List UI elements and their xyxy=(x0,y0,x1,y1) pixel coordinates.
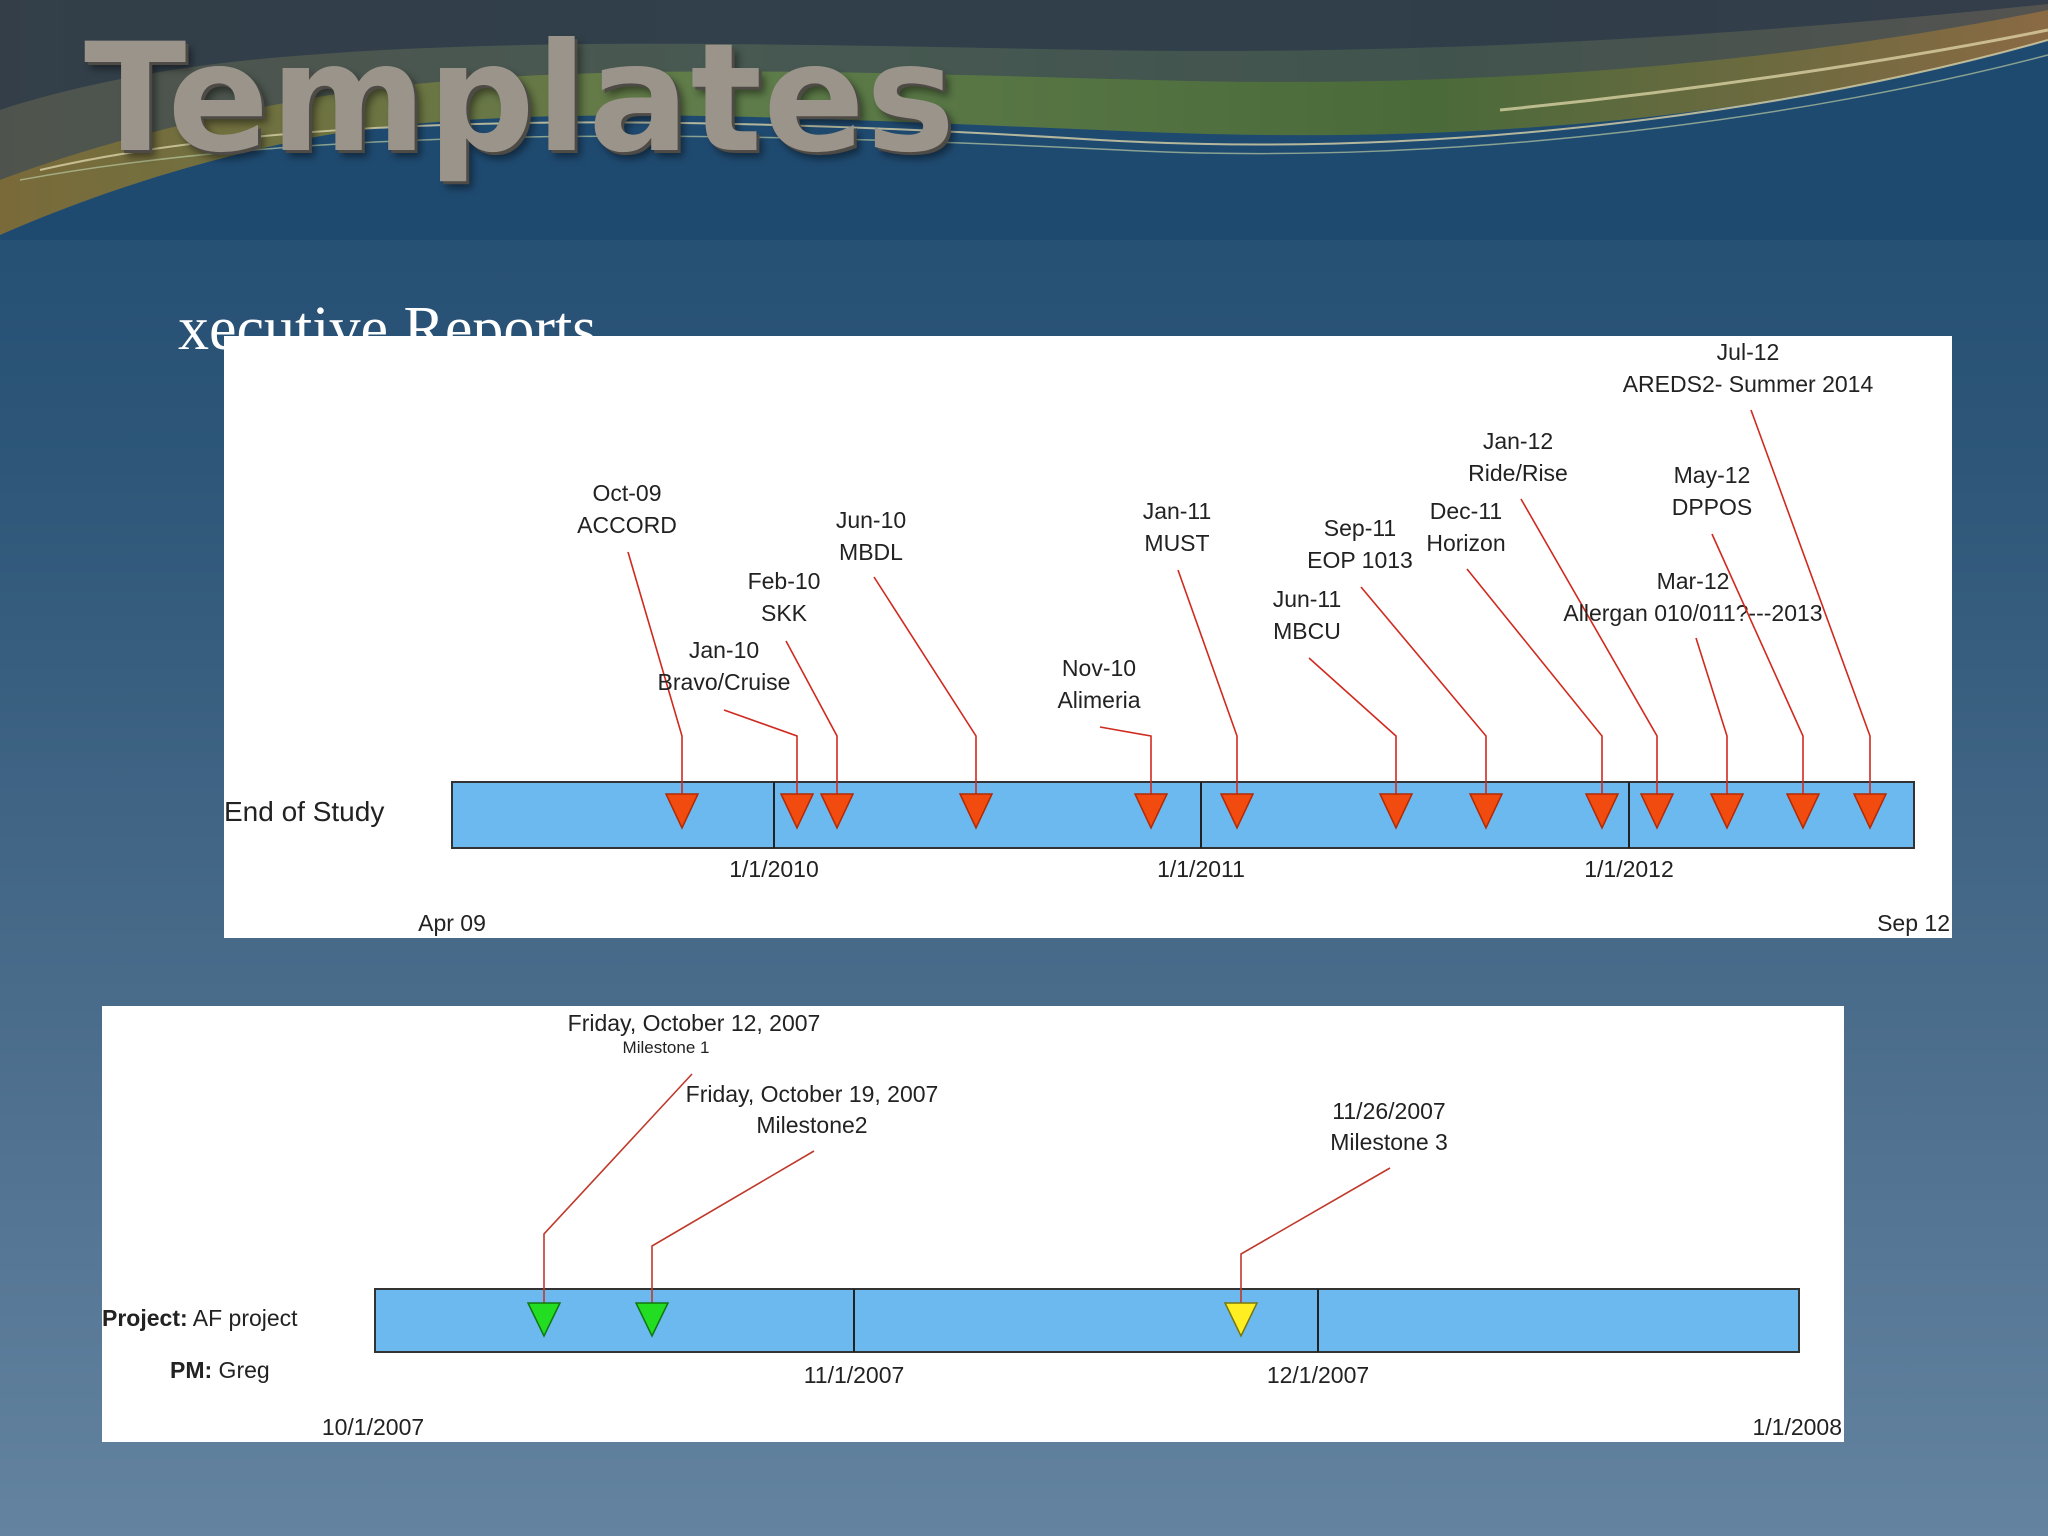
milestone-mbdl: Jun-10 MBDL xyxy=(836,507,994,830)
milestone-name: Allergan 010/011?---2013 xyxy=(1563,600,1822,626)
milestone-name: Alimeria xyxy=(1057,687,1140,713)
timeline-bar xyxy=(451,781,1915,849)
pm-row-label: PM: Greg xyxy=(170,1357,270,1383)
milestone-allergan: Mar-12 Allergan 010/011?---2013 xyxy=(1563,568,1823,830)
timeline-tick-label: 1/1/2012 xyxy=(1584,856,1674,882)
milestone-alimeria: Nov-10 Alimeria xyxy=(1057,655,1169,830)
timeline-tick-label: 1/1/2011 xyxy=(1157,856,1245,882)
timeline-bar xyxy=(374,1288,1800,1353)
timeline-range-start: Apr 09 xyxy=(418,910,486,936)
project-value: AF project xyxy=(188,1305,299,1331)
milestone-date: Friday, October 12, 2007 xyxy=(568,1010,821,1036)
milestone-date: Jul-12 xyxy=(1717,339,1780,365)
milestone-marker-yellow xyxy=(1223,1302,1259,1338)
milestone-name: Ride/Rise xyxy=(1468,460,1568,486)
milestone-date: Dec-11 xyxy=(1430,498,1502,524)
milestone-date: Jan-10 xyxy=(689,637,759,663)
slide-title: Templates xyxy=(84,12,957,186)
milestone-marker-red xyxy=(819,793,855,830)
milestone-name: Milestone2 xyxy=(756,1112,867,1138)
milestone-2: Friday, October 19, 2007 Milestone2 xyxy=(634,1081,939,1338)
timeline-chart-end-of-study: End of Study 1/1/2010 1/1/2011 1/1/2012 … xyxy=(224,339,1950,936)
timeline-panel-end-of-study: End of Study 1/1/2010 1/1/2011 1/1/2012 … xyxy=(224,336,1952,938)
timeline-tick-label: 11/1/2007 xyxy=(804,1362,905,1388)
milestone-date: Jun-10 xyxy=(836,507,906,533)
milestone-date: Sep-11 xyxy=(1324,515,1396,541)
milestone-date: May-12 xyxy=(1674,462,1751,488)
milestone-marker-red xyxy=(1709,793,1745,830)
header-swoosh-decoration xyxy=(0,0,2048,240)
milestone-marker-red xyxy=(1219,793,1255,830)
milestone-date: Friday, October 19, 2007 xyxy=(686,1081,939,1107)
milestone-date: Mar-12 xyxy=(1657,568,1730,594)
milestone-date: Oct-09 xyxy=(592,480,661,506)
milestone-marker-red xyxy=(1468,793,1504,830)
milestone-marker-green xyxy=(634,1302,670,1338)
milestone-must: Jan-11 MUST xyxy=(1143,498,1255,830)
milestone-name: MUST xyxy=(1144,530,1209,556)
milestone-name: DPPOS xyxy=(1672,494,1753,520)
milestone-marker-red xyxy=(664,793,700,830)
timeline-tick-label: 1/1/2010 xyxy=(729,856,819,882)
milestone-date: 11/26/2007 xyxy=(1332,1098,1445,1124)
milestone-mbcu: Jun-11 MBCU xyxy=(1273,586,1414,830)
milestone-bravo-cruise: Jan-10 Bravo/Cruise xyxy=(658,637,815,830)
milestone-skk: Feb-10 SKK xyxy=(748,568,855,830)
timeline-row-label: End of Study xyxy=(224,796,384,827)
milestone-date: Jun-11 xyxy=(1273,586,1342,612)
milestone-name: MBCU xyxy=(1273,618,1341,644)
milestone-marker-red xyxy=(1378,793,1414,830)
project-row-label: Project: AF project xyxy=(102,1305,298,1331)
milestone-dppos: May-12 DPPOS xyxy=(1672,462,1821,830)
milestone-name: AREDS2- Summer 2014 xyxy=(1623,371,1874,397)
project-label: Project: xyxy=(102,1305,188,1331)
timeline-range-end: 1/1/2008 xyxy=(1752,1414,1842,1440)
pm-value: Greg xyxy=(212,1357,270,1383)
milestone-horizon: Dec-11 Horizon xyxy=(1426,498,1620,830)
milestone-eop-1013: Sep-11 EOP 1013 xyxy=(1307,515,1504,830)
milestone-marker-red xyxy=(958,793,994,830)
milestone-name: Milestone 3 xyxy=(1330,1129,1448,1155)
milestone-date: Jan-11 xyxy=(1143,498,1212,524)
milestone-date: Jan-12 xyxy=(1483,428,1553,454)
milestone-date: Nov-10 xyxy=(1062,655,1136,681)
milestone-ride-rise: Jan-12 Ride/Rise xyxy=(1468,428,1675,830)
timeline-panel-af-project: Project: AF project PM: Greg 11/1/2007 1… xyxy=(102,1006,1844,1442)
milestone-marker-red xyxy=(1852,793,1888,830)
milestone-date: Feb-10 xyxy=(748,568,821,594)
timeline-chart-af-project: Project: AF project PM: Greg 11/1/2007 1… xyxy=(102,1010,1842,1440)
milestone-name: ACCORD xyxy=(577,512,677,538)
milestone-name: EOP 1013 xyxy=(1307,547,1413,573)
milestone-name: SKK xyxy=(761,600,808,626)
milestone-name: Bravo/Cruise xyxy=(658,669,791,695)
milestone-marker-red xyxy=(1785,793,1821,830)
milestone-name: Milestone 1 xyxy=(623,1038,710,1057)
timeline-range-end: Sep 12 xyxy=(1877,910,1950,936)
milestone-name: Horizon xyxy=(1426,530,1505,556)
milestone-name: MBDL xyxy=(839,539,903,565)
milestone-marker-red xyxy=(1133,793,1169,830)
milestone-marker-red xyxy=(1639,793,1675,830)
milestone-accord: Oct-09 ACCORD xyxy=(577,480,700,830)
milestone-marker-green xyxy=(526,1302,562,1338)
milestone-marker-red xyxy=(1584,793,1620,830)
milestone-3: 11/26/2007 Milestone 3 xyxy=(1223,1098,1448,1338)
milestone-marker-red xyxy=(779,793,815,830)
milestone-areds2: Jul-12 AREDS2- Summer 2014 xyxy=(1623,339,1888,830)
milestone-1: Friday, October 12, 2007 Milestone 1 xyxy=(526,1010,821,1338)
pm-label: PM: xyxy=(170,1357,212,1383)
timeline-tick-label: 12/1/2007 xyxy=(1267,1362,1369,1388)
timeline-range-start: 10/1/2007 xyxy=(322,1414,424,1440)
